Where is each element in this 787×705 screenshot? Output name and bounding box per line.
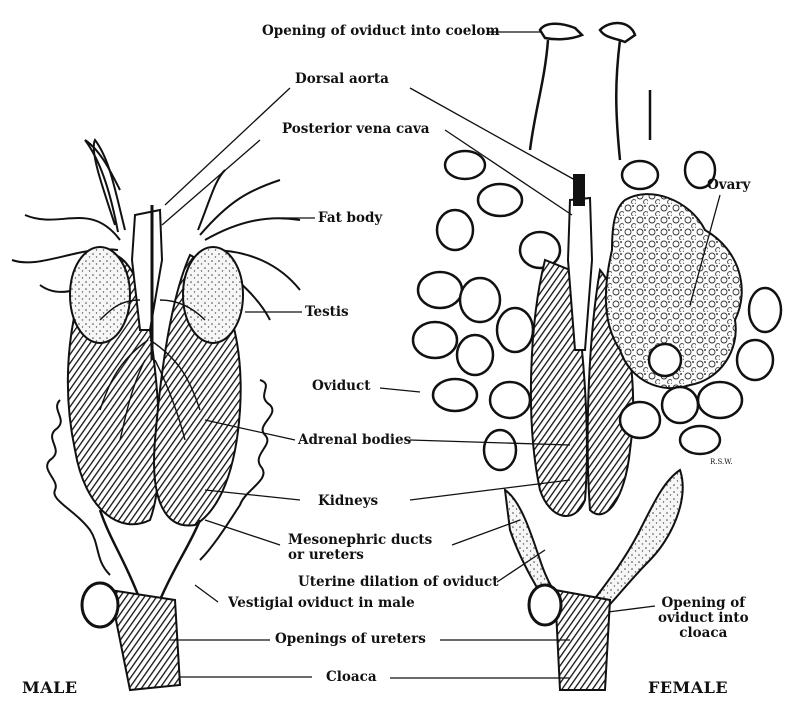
label-vestigial-oviduct: Vestigial oviduct in male [228,596,415,611]
label-uterine-dilation: Uterine dilation of oviduct [298,575,498,590]
leader-dorsal-aorta-male [165,88,290,205]
label-opening-oviduct-cloaca: Opening of oviduct into cloaca [658,596,749,641]
leader-opening-cloaca [608,606,655,612]
label-testis: Testis [305,305,349,320]
label-male: MALE [22,680,78,695]
artist-signature: R.S.W. [710,455,732,470]
male-ureter-right [160,520,200,600]
label-ovary: Ovary [707,178,750,193]
leader-oviduct [380,388,420,392]
label-posterior-vena-cava: Posterior vena cava [282,122,430,137]
female-oviduct-funnel-left [530,24,582,150]
label-adrenal-bodies: Adrenal bodies [298,433,411,448]
label-mesonephric-ducts: Mesonephric ducts or ureters [288,533,432,563]
leader-vestigial [195,585,218,602]
label-kidneys: Kidneys [318,494,378,509]
label-cloaca: Cloaca [326,670,377,685]
label-oviduct: Oviduct [312,379,370,394]
female-aorta [574,175,584,205]
male-cloaca-opening [82,583,118,627]
male-testis-right [183,247,243,343]
label-female: FEMALE [648,680,728,695]
female-cloaca-opening [529,585,561,625]
label-dorsal-aorta: Dorsal aorta [295,72,389,87]
label-fat-body: Fat body [318,211,382,226]
male-cloaca [110,590,180,690]
label-openings-ureters: Openings of ureters [275,632,426,647]
leader-vena-cava-male [162,140,260,225]
male-testis-left [70,247,130,343]
female-oviduct-funnel-right [600,23,650,160]
leader-dorsal-aorta-female [410,88,575,180]
label-opening-oviduct-coelom: Opening of oviduct into coelom [262,24,500,39]
